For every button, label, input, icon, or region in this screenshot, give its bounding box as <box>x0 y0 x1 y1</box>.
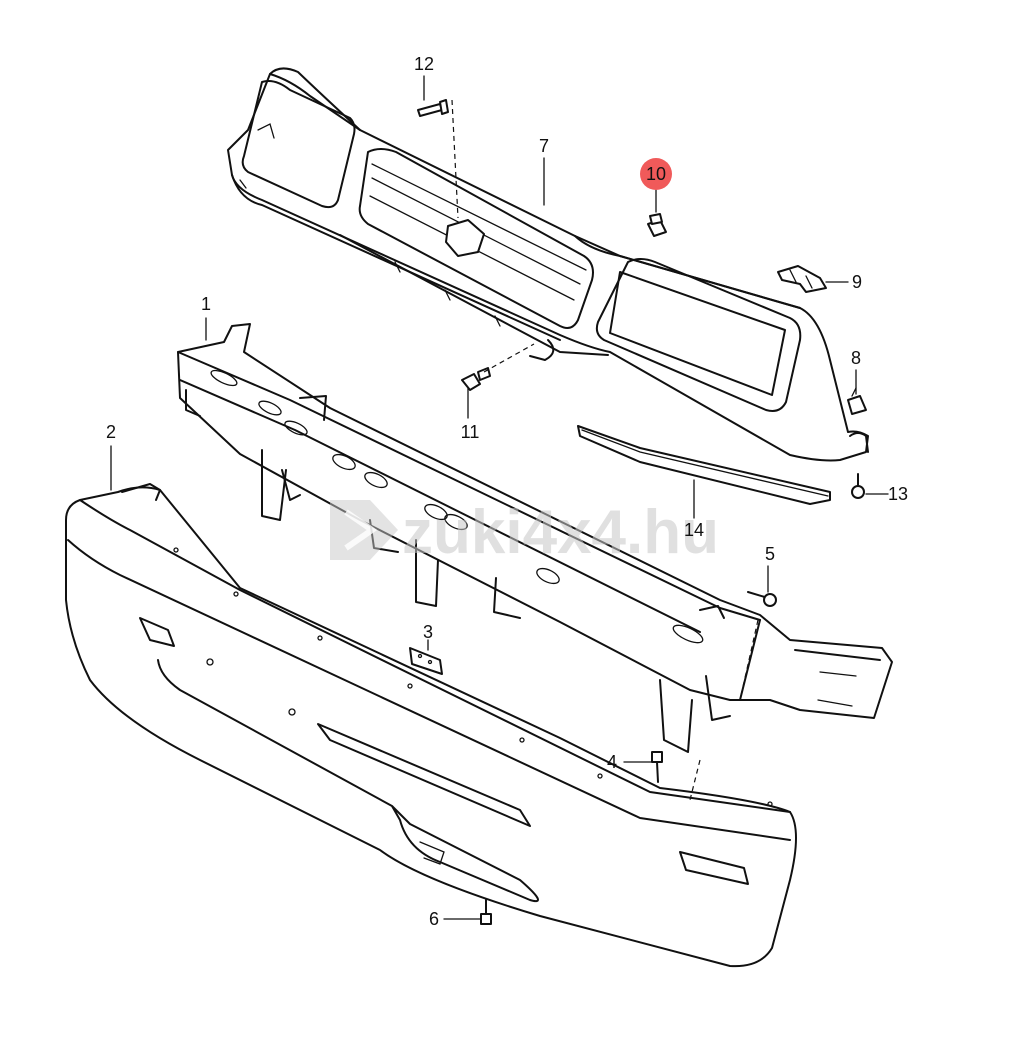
highlight-marker <box>640 158 672 190</box>
callout-13[interactable]: 13 <box>888 484 908 504</box>
screw-12-icon <box>417 99 449 117</box>
callout-7[interactable]: 7 <box>539 136 549 156</box>
nut-plate-3-icon <box>409 647 443 675</box>
callout-14[interactable]: 14 <box>684 520 704 540</box>
callout-12[interactable]: 12 <box>414 54 434 74</box>
bolt-6-icon <box>480 899 492 925</box>
callout-8[interactable]: 8 <box>851 348 861 368</box>
bumper-cover-part <box>65 483 797 968</box>
screw-13-icon <box>851 473 865 499</box>
callout-9[interactable]: 9 <box>852 272 862 292</box>
callout-1[interactable]: 1 <box>201 294 211 314</box>
bracket-9-icon <box>777 265 827 293</box>
callout-6[interactable]: 6 <box>429 909 439 929</box>
callout-11[interactable]: 11 <box>461 422 480 442</box>
callout-3[interactable]: 3 <box>423 622 433 642</box>
callout-10[interactable]: 10 <box>646 164 666 184</box>
clip-nut-10-icon <box>647 213 667 237</box>
callout-2[interactable]: 2 <box>106 422 116 442</box>
callout-labels: 12 7 10 9 8 11 13 14 1 2 5 3 4 6 <box>106 54 908 929</box>
clip-8-icon <box>847 387 867 415</box>
moulding-strip-part <box>577 425 831 505</box>
callout-4[interactable]: 4 <box>607 752 617 772</box>
bolt-4-icon <box>651 751 663 783</box>
reinforcement-part <box>177 323 893 753</box>
leader-lines <box>110 75 889 920</box>
assembly-guide-lines <box>451 99 759 801</box>
push-pin-11-icon <box>461 367 491 391</box>
grille-part <box>227 67 869 462</box>
callout-5[interactable]: 5 <box>765 544 775 564</box>
bolt-5-icon <box>747 591 777 607</box>
watermark: zuki4x4.hu <box>330 498 719 567</box>
watermark-text: zuki4x4.hu <box>402 498 719 567</box>
